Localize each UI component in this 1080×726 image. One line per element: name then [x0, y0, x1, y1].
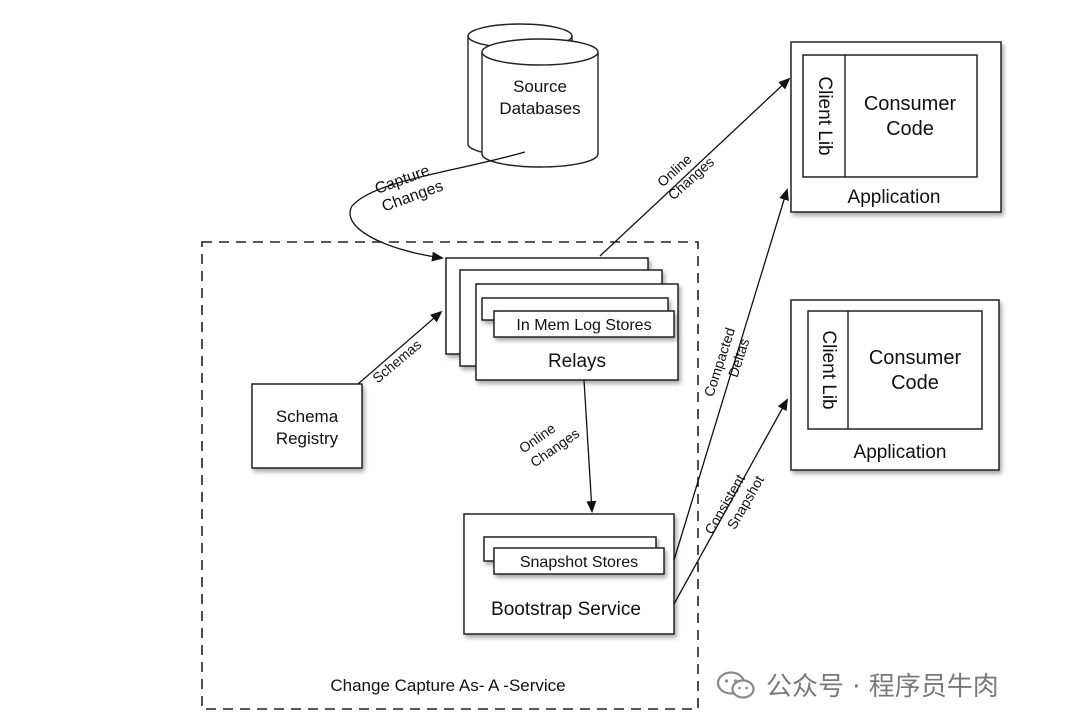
relays-label: Relays	[548, 351, 606, 372]
watermark-text: 公众号 · 程序员牛肉	[766, 672, 999, 702]
in-mem-log-stores-label: In Mem Log Stores	[516, 317, 651, 334]
schema-registry: Schema Registry	[251, 383, 363, 469]
edge-online-changes-to-app	[599, 77, 791, 257]
watermark: 公众号 · 程序员牛肉	[716, 666, 999, 703]
edge-schemas	[357, 310, 443, 385]
edge-online-changes-to-bootstrap	[583, 379, 597, 513]
relays: In Mem Log Stores Relays	[445, 257, 679, 381]
snapshot-stores-label: Snapshot Stores	[520, 554, 638, 571]
schemas-label: Schemas	[369, 336, 424, 386]
app2-title: Application	[854, 442, 947, 463]
app1-consumer-code-label-2: Code	[886, 118, 934, 140]
application-1: Client Lib Consumer Code Application	[790, 41, 1002, 213]
edge-compacted-deltas	[673, 188, 789, 561]
app2-consumer-code-label-1: Consumer	[869, 347, 962, 369]
app2-consumer-code-label-2: Code	[891, 372, 939, 394]
edge-consistent-snapshot	[673, 398, 788, 605]
schema-registry-label-2: Registry	[276, 429, 339, 448]
app2-client-lib-label: Client Lib	[818, 330, 839, 409]
service-boundary-label: Change Capture As- A -Service	[330, 676, 565, 695]
edge-capture-changes	[349, 151, 526, 262]
in-mem-log-stores-box	[493, 310, 675, 338]
wechat-icon	[716, 670, 755, 699]
app1-title: Application	[848, 187, 941, 208]
snapshot-stores-box	[493, 547, 665, 575]
schema-registry-label-1: Schema	[276, 407, 339, 426]
service-boundary	[201, 241, 699, 710]
source-databases: Source Databases	[467, 23, 599, 168]
application-2: Client Lib Consumer Code Application	[790, 299, 1000, 471]
app1-client-lib-label: Client Lib	[814, 76, 835, 155]
bootstrap-service-label: Bootstrap Service	[491, 599, 641, 620]
source-databases-label-2: Databases	[499, 99, 580, 118]
app1-consumer-code-label-1: Consumer	[864, 93, 957, 115]
bootstrap-service: Snapshot Stores Bootstrap Service	[463, 513, 675, 635]
source-databases-label-1: Source	[513, 77, 567, 96]
